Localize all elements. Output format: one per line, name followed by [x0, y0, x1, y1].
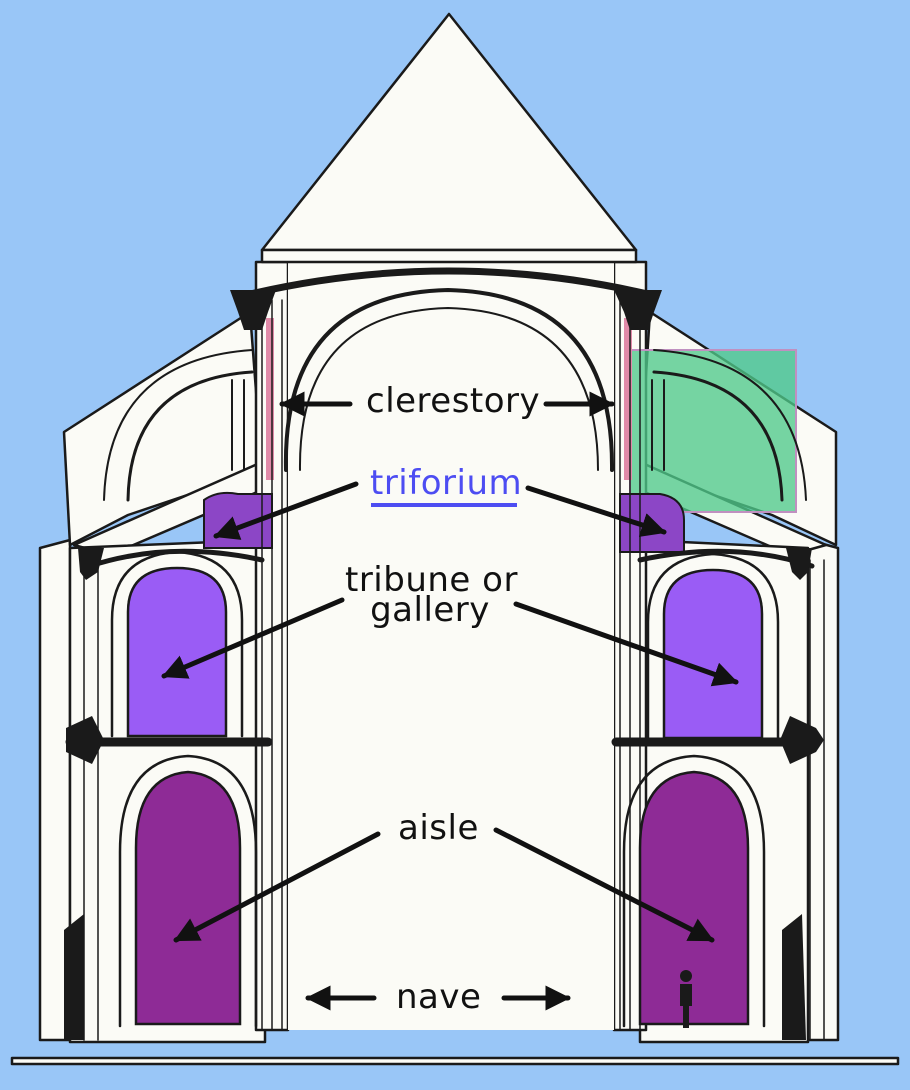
aisle-right: [638, 770, 750, 1026]
transverse-rib: [238, 267, 660, 300]
label-tribune-line1: tribune or: [345, 560, 518, 600]
clerestory-arch-right-2: [653, 349, 807, 501]
clerestory-arch-left-2: [103, 349, 253, 501]
buttress-lines-right: [809, 559, 825, 1041]
tribune-right: [662, 568, 764, 740]
clerestory-column-right: [651, 379, 665, 471]
arrow-triforium-right: [525, 485, 667, 537]
aisle-frame-left: [118, 754, 258, 1028]
tribune-frame-left: [110, 550, 244, 738]
nave-vault-arch-inner: [298, 306, 599, 471]
capital-left-top: [230, 290, 276, 330]
tribune-frame-right: [646, 552, 780, 740]
human-figure: [680, 970, 692, 1028]
capital-right-aisle-top: [786, 548, 812, 580]
aisle-left: [134, 770, 242, 1026]
clerestory-strip-right: [624, 318, 632, 480]
pier-lines-right: [619, 299, 641, 1031]
capital-left-aisle-top: [78, 548, 104, 580]
capital-left-gallery: [66, 716, 104, 764]
nave-vault-arch: [283, 287, 615, 472]
ground-line: [10, 1056, 900, 1066]
capitals: [64, 290, 824, 1040]
roof-gable: [260, 12, 638, 252]
label-triforium-link[interactable]: triforium: [370, 463, 523, 503]
clerestory-strip-left: [266, 318, 274, 480]
arrow-aisle-left: [173, 831, 381, 943]
clerestory-arch-left: [126, 370, 254, 502]
gable-base-band: [260, 248, 638, 264]
label-clerestory: clerestory: [366, 381, 541, 421]
triforium-link-underline: [371, 503, 517, 507]
label-tribune-line2: gallery: [370, 590, 490, 630]
arrow-tribune-right: [513, 601, 739, 687]
label-tribune-or-gallery: tribune or gallery: [345, 560, 518, 630]
capital-right-gallery: [780, 716, 824, 764]
arrow-tribune-left: [161, 597, 345, 679]
tribune-left: [126, 566, 228, 738]
arrow-aisle-right: [493, 827, 715, 943]
label-aisle: aisle: [398, 808, 479, 848]
right-outer-buttress: [806, 538, 840, 1042]
pier-lines-left: [261, 299, 283, 1031]
arrow-triforium-left: [213, 481, 359, 540]
clerestory-column-left: [231, 379, 245, 471]
capital-right-top: [614, 290, 662, 330]
capital-right-base: [782, 914, 806, 1040]
clerestory-highlight: [629, 349, 797, 513]
aisle-frame-right: [622, 754, 766, 1028]
nave-wall: [288, 262, 614, 1030]
clerestory-arch-right: [652, 370, 784, 502]
label-arrows: [161, 391, 739, 1011]
capital-left-base: [64, 914, 84, 1040]
label-nave: nave: [396, 977, 482, 1017]
